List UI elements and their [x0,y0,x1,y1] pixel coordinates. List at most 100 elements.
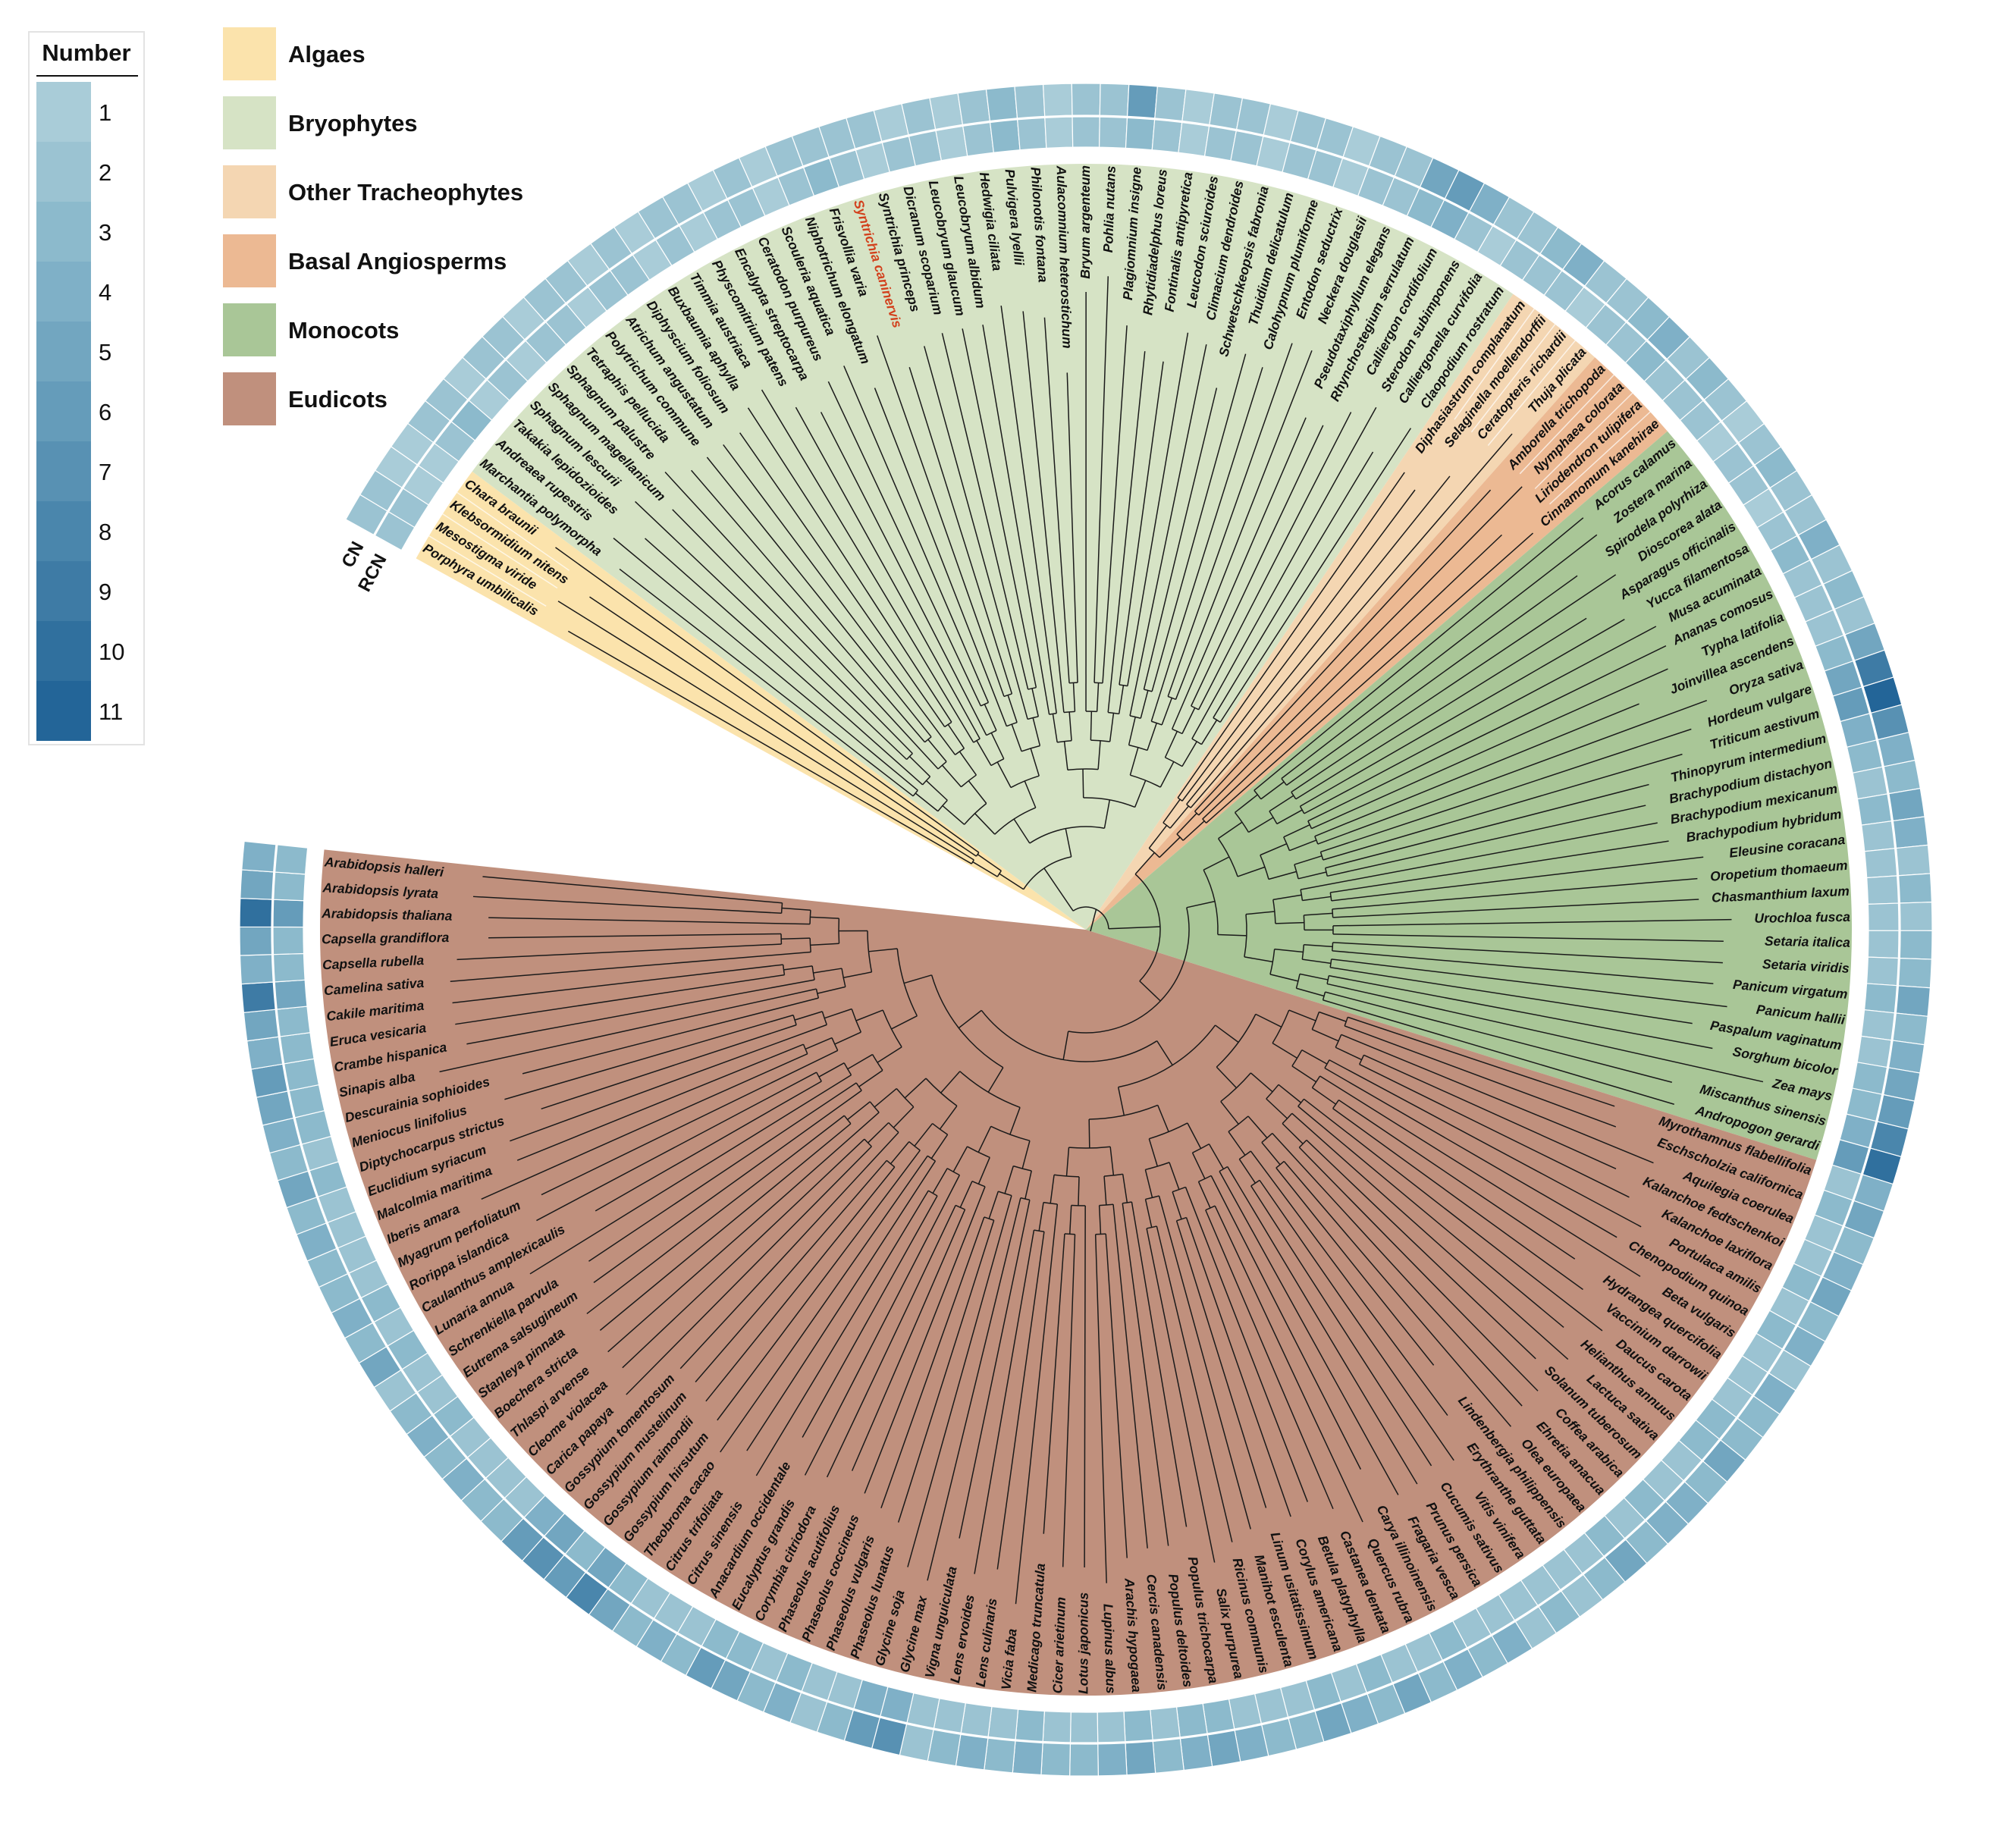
branch-arc [896,948,918,1017]
branch-radial [968,780,987,804]
number-level-2: 2 [99,159,111,186]
branch-arc [1282,1112,1293,1125]
branch-radial [891,1015,918,1030]
branch-radial [1331,959,1727,1008]
clade-swatch-algae [223,27,276,80]
rcn-cell-capsella-grandiflora [272,926,305,955]
cn-cell-fontinalis-antipyretica [1181,89,1215,126]
branch-radial [626,1146,872,1395]
branch-arc [1072,906,1109,929]
branch-radial [541,1050,839,1196]
branch-radial [1197,412,1352,711]
branch-radial [1304,626,1657,814]
ring-labels: CN RCN [337,538,391,595]
branch-radial [1206,532,1534,824]
rcn-cell-setaria-viridis [1865,956,1899,987]
branch-radial [1332,933,1724,942]
branch-radial [536,1071,817,1222]
branch-radial [1295,617,1587,800]
branch-arc [959,1071,1021,1109]
branch-radial [557,601,974,861]
branch-radial [1215,1024,1239,1043]
branch-radial [988,1191,999,1219]
cn-cell-lupinus-albus [1097,1743,1128,1777]
clade-separator [1519,374,1614,475]
branch-radial [1169,1162,1180,1190]
branch-radial [890,1141,910,1165]
branch-radial [984,704,997,731]
branch-radial [1147,723,1157,751]
rcn-cell-lens-culinaris [960,1702,993,1737]
branch-radial [1140,690,1149,719]
ring-label-cn: CN [337,538,368,571]
branch-radial [1032,717,1041,746]
cn-cell-eleusine-coracana [1892,816,1929,849]
branch-radial [739,432,946,727]
rcn-cell-chasmanthium-laxum [1866,875,1900,905]
branch-arc [1130,774,1161,788]
branch-radial [1144,1199,1153,1228]
branch-radial [908,755,931,777]
branch-radial [1148,1138,1159,1167]
branch-radial [452,964,783,1004]
branch-radial [1278,1084,1302,1103]
branch-radial [926,780,948,801]
branch-radial [1007,695,1018,723]
branch-radial [1167,343,1293,697]
branch-radial [1245,911,1275,915]
branch-radial [619,568,914,797]
branch-radial [1181,708,1196,734]
branch-radial [1304,1098,1603,1332]
branch-radial [481,1053,808,1200]
rcn-cell-brachypodium-mexicanum [1852,766,1888,800]
branch-radial [1177,472,1405,798]
branch-radial [1363,1054,1617,1169]
clade-label-eudi: Eudicots [288,386,388,413]
taxon-label-lotus-japonicus: Lotus japonicus [1075,1592,1090,1694]
rcn-cell-arabidopsis-thaliana [272,899,305,928]
branch-radial [1299,973,1329,980]
branch-radial [1148,825,1168,849]
cn-cell-chasmanthium-laxum [1897,873,1933,904]
clade-label-mono: Monocots [288,317,399,344]
branch-radial [522,997,819,1075]
branch-radial [1139,980,1161,1002]
clade-separator [442,513,558,589]
branch-radial [1244,956,1273,963]
rcn-cell-medicago-truncatula [1015,1708,1046,1743]
branch-radial [1332,950,1714,984]
branch-radial [1283,824,1310,838]
branch-arc [964,802,987,825]
rcn-cell-philonotis-fontana [1017,117,1047,151]
branch-radial [1227,1166,1418,1485]
branch-radial [457,943,782,961]
branch-radial [1286,575,1578,786]
clade-separator [1549,411,1651,505]
branch-radial [1109,713,1115,742]
branch-radial [907,1195,1012,1567]
branch-radial [586,1115,845,1315]
branch-arc [925,1078,958,1107]
branch-radial [1185,1217,1291,1517]
branch-radial [1319,1011,1347,1022]
branch-arc [809,910,811,924]
cn-cell-panicum-virgatum [1895,985,1931,1017]
number-swatch-4 [36,262,91,322]
branch-radial [847,1053,873,1070]
branch-radial [1134,852,1155,875]
rcn-cell-plagiomnium-insigne [1125,117,1156,151]
branch-radial [567,630,972,864]
branch-radial [962,328,1037,688]
branch-arc [1216,1014,1257,1068]
clade-sector-mono [1086,431,1852,1160]
branch-radial [1205,1210,1334,1510]
branch-radial [1129,747,1139,776]
branch-radial [1119,361,1164,686]
branch-radial [893,1106,915,1128]
branch-radial [1150,367,1263,722]
branch-radial [1329,974,1713,1050]
branch-radial [1301,1049,1328,1065]
branch-radial [1208,1144,1225,1169]
branch-radial [1096,682,1100,712]
